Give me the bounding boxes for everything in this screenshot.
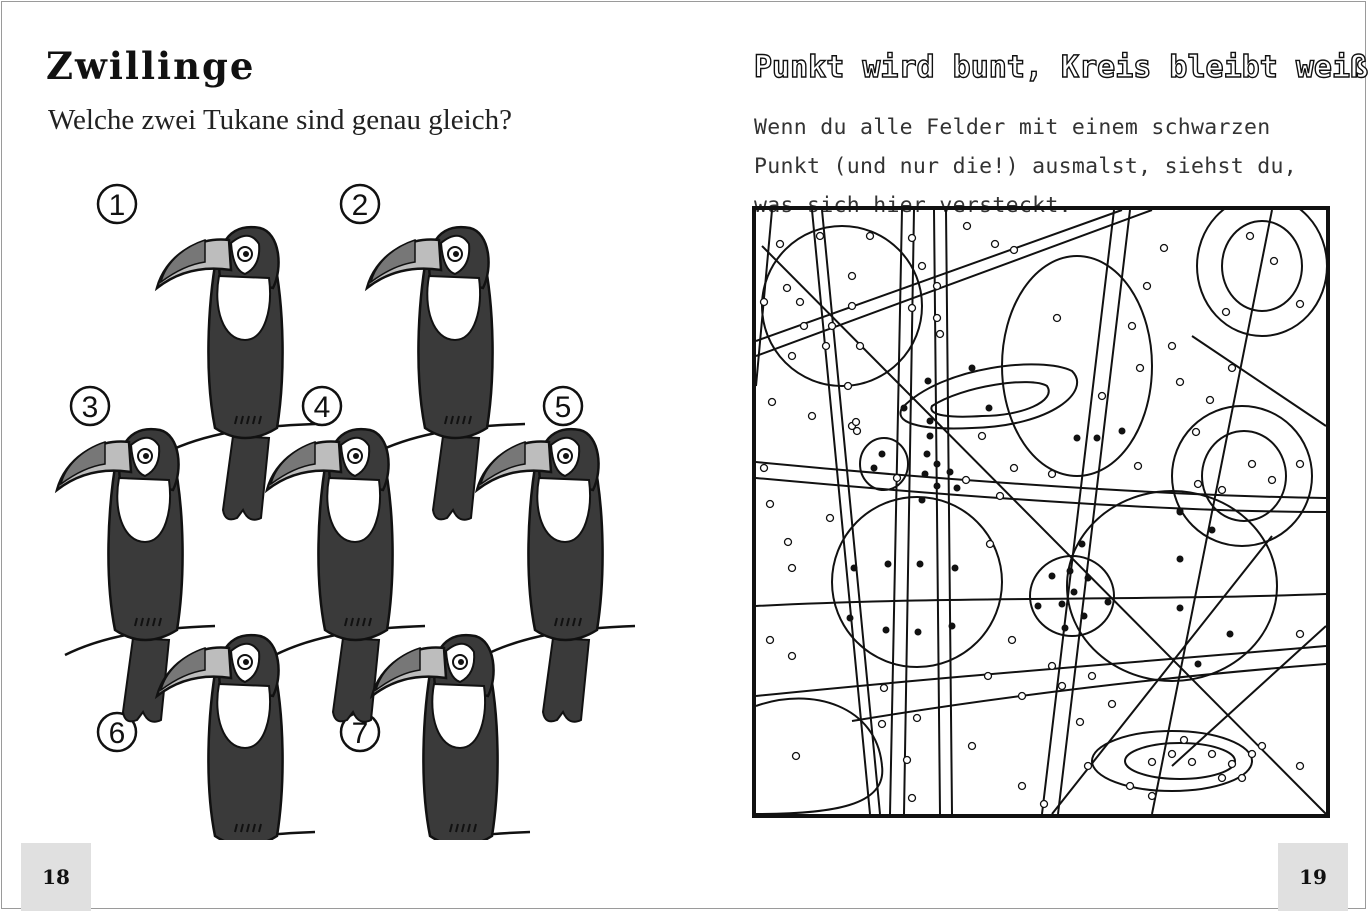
right-page-instruction: Wenn du alle Felder mit einem schwarzen …	[754, 115, 1298, 218]
toucan-label-6: 6	[96, 711, 138, 753]
toucan-6	[155, 633, 317, 840]
puzzle-frame	[752, 206, 1330, 818]
black-dots	[846, 364, 1234, 668]
page-number-right: 19	[1278, 843, 1348, 911]
toucan-illustration: 1 2 3 4 5 6 7	[55, 183, 637, 840]
toucan-label-4: 4	[301, 385, 343, 427]
toucan-label-1: 1	[96, 183, 138, 225]
white-circles	[759, 221, 1305, 809]
toucan-label-7: 7	[339, 711, 381, 753]
svg-text:3: 3	[82, 391, 99, 424]
left-page-title: Zwillinge	[46, 44, 256, 88]
svg-text:6: 6	[109, 717, 126, 750]
svg-text:1: 1	[109, 189, 126, 222]
toucan-label-3: 3	[69, 385, 111, 427]
page-number-left: 18	[21, 843, 91, 911]
toucan-label-5: 5	[542, 385, 584, 427]
dot-coloring-puzzle	[752, 206, 1330, 818]
svg-text:4: 4	[314, 391, 331, 424]
left-page-question: Welche zwei Tukane sind genau gleich?	[48, 104, 512, 136]
toucan-label-2: 2	[339, 183, 381, 225]
toucan-7	[370, 633, 532, 840]
svg-text:2: 2	[352, 189, 369, 222]
svg-text:5: 5	[555, 391, 572, 424]
right-page-title: Punkt wird bunt, Kreis bleibt weiß	[753, 49, 1369, 85]
toucan-5	[475, 427, 637, 724]
puzzle-lines	[755, 206, 1328, 815]
svg-text:7: 7	[352, 717, 369, 750]
